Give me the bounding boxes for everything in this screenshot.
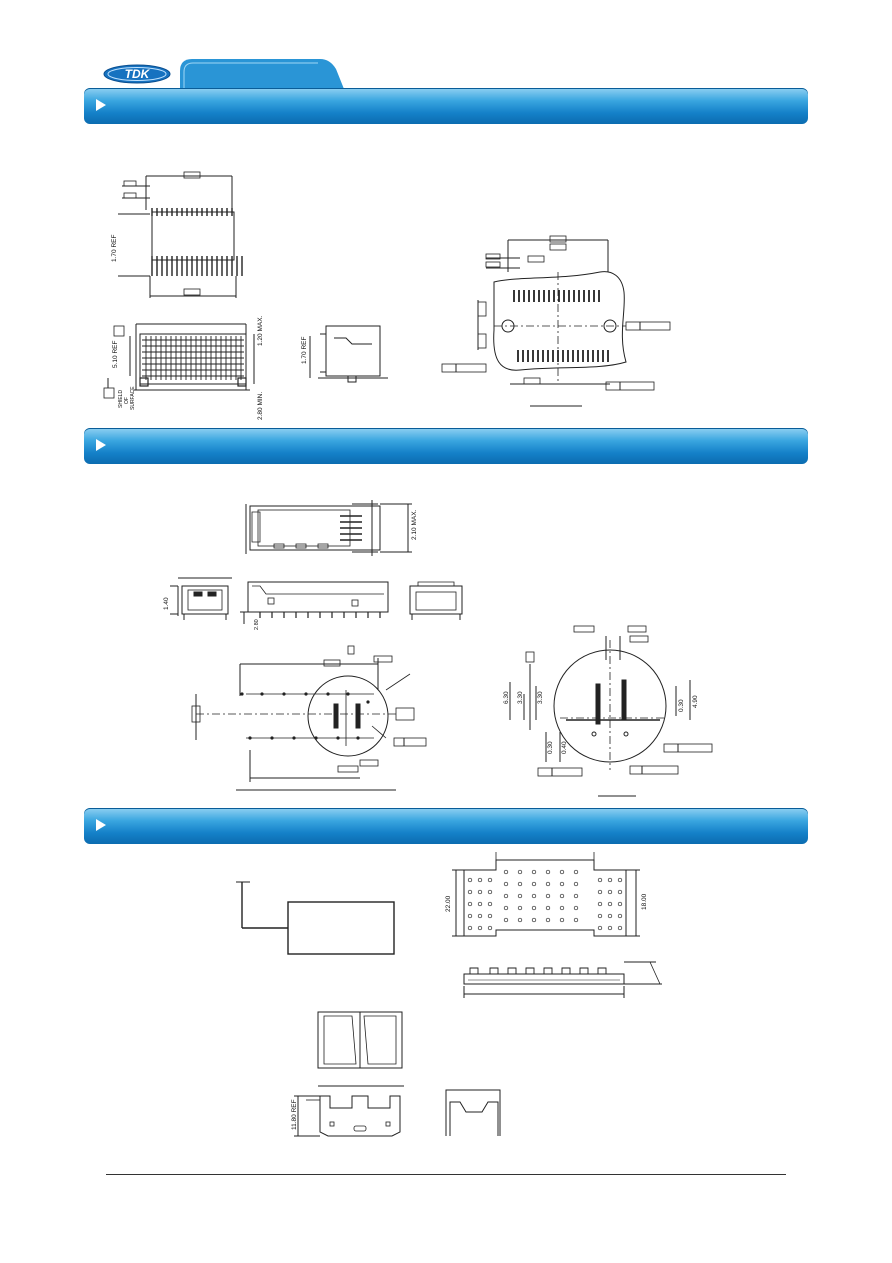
dim-s1-side-ref: 1.70 REF [301, 337, 308, 364]
dim-s1-board-ref: 5.10 REF [112, 341, 119, 368]
dim-s2-v1: 6.30 [503, 691, 510, 704]
s2-pcb-left [191, 645, 427, 791]
dim-s3-height: 18.00 [641, 893, 648, 910]
play-arrow-icon [96, 99, 106, 111]
s1-pcb-pattern [441, 235, 671, 407]
dim-s3-ref: 11.80 REF [291, 1099, 298, 1130]
dim-s3-width: 22.00 [445, 895, 452, 912]
dim-s1-shield-1: SHIELD [118, 390, 124, 408]
dim-s2-height: 1.40 [163, 597, 170, 610]
header-tab [180, 59, 344, 89]
section-bar-3 [84, 808, 808, 844]
tdk-logo: TDK [103, 64, 171, 84]
logo-text: TDK [125, 67, 151, 81]
dim-s2-v5: 4.90 [692, 695, 699, 708]
section-bar-1 [84, 88, 808, 124]
s1-top-view [118, 171, 237, 298]
dim-s2-v6: 0.30 [547, 741, 554, 754]
footer-rule [106, 1174, 786, 1175]
s3-schematic [236, 881, 395, 955]
dim-s1-height-ref: 1.70 REF [111, 235, 118, 262]
s2-top-view [245, 500, 412, 556]
dim-s2-v4: 0.30 [678, 699, 685, 712]
s2-pcb-left-dots [240, 692, 370, 740]
s3-cover-side [445, 1089, 501, 1136]
s2-end-view-left [170, 577, 232, 620]
dim-s2-v3: 3.30 [537, 691, 544, 704]
dim-s1-max-height: 1.20 MAX. [257, 315, 264, 346]
s2-end-view-right [409, 581, 463, 620]
dim-s2-v7: 0.40 [561, 741, 568, 754]
s1-top-pins [151, 208, 243, 276]
s3-tray-side [463, 961, 662, 998]
dim-s2-max: 2.10 MAX. [411, 509, 418, 540]
s1-side-view [309, 325, 388, 383]
dim-s1-min: 2.80 MIN. [257, 392, 264, 420]
s2-side-view [240, 581, 389, 624]
s3-tray-top [452, 852, 640, 937]
dim-s1-shield-3: SURFACE [130, 386, 136, 410]
s1-front-grid [139, 336, 247, 387]
dim-s2-v2: 3.30 [517, 691, 524, 704]
s3-cover-top [317, 1011, 403, 1069]
s1-front-view [103, 323, 255, 399]
s1-pcb-pads [513, 290, 609, 362]
section-bar-2 [84, 428, 808, 464]
dim-s1-shield-2: OF [124, 397, 130, 404]
s2-pcb-right [509, 625, 713, 797]
s3-cover-front [294, 1085, 404, 1137]
play-arrow-icon [96, 819, 106, 831]
s3-tray-holes [467, 869, 623, 931]
dim-s2-small: 2.80 [254, 619, 260, 630]
play-arrow-icon [96, 439, 106, 451]
